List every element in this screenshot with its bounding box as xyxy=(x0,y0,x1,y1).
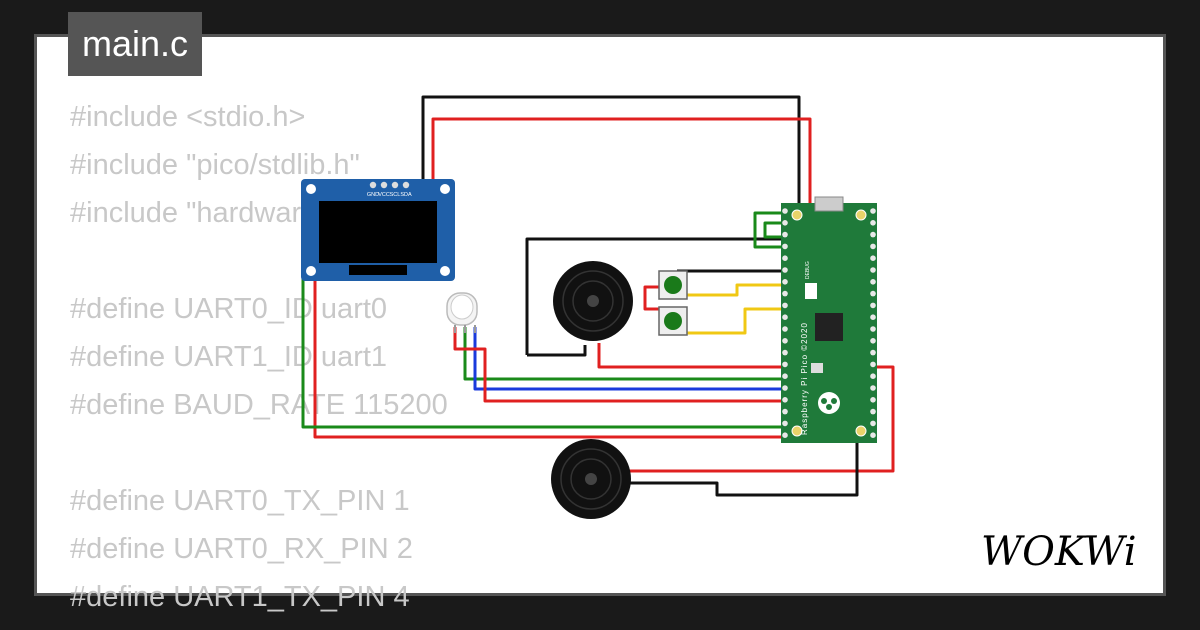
pico-pins-left xyxy=(782,208,788,438)
wire-black-buzzer1 xyxy=(527,345,587,357)
pico-pin[interactable] xyxy=(870,432,876,438)
pico-pin[interactable] xyxy=(870,208,876,214)
file-tab[interactable]: main.c xyxy=(68,12,203,76)
buzzer-top[interactable] xyxy=(553,261,633,341)
pico-pin[interactable] xyxy=(782,243,788,250)
pico-pin[interactable] xyxy=(870,420,876,427)
circuit-diagram: GND VCC SCL SDA xyxy=(301,95,895,519)
pico-pin[interactable] xyxy=(782,432,788,438)
code-line: #include <stdio.h> xyxy=(70,101,306,133)
pico-pin[interactable] xyxy=(782,361,788,368)
code-line: #define UART1_ID uart1 xyxy=(70,341,388,373)
pico-pin[interactable] xyxy=(782,314,788,320)
oled-pin-header xyxy=(369,181,410,189)
pico-pin[interactable] xyxy=(782,373,788,379)
push-button-1[interactable] xyxy=(658,270,688,300)
pico-pin[interactable] xyxy=(870,361,876,368)
pico-pin[interactable] xyxy=(870,220,876,226)
oled-display[interactable]: GND VCC SCL SDA xyxy=(301,179,455,281)
code-line: #define UART1_TX_PIN 4 xyxy=(70,581,410,613)
pico-pin[interactable] xyxy=(782,349,788,356)
oled-pin-gnd: GND xyxy=(367,192,379,198)
wire-green-led xyxy=(463,327,785,381)
code-line: #define UART0_TX_PIN 1 xyxy=(70,485,410,517)
oled-pin-sda: SDA xyxy=(400,192,412,198)
wire-yellow-btn1 xyxy=(687,283,785,297)
wire-red-buzzer1 xyxy=(597,343,785,369)
wire-green-pico-loop xyxy=(753,211,785,249)
pico-pin[interactable] xyxy=(782,231,788,238)
pico-pin[interactable] xyxy=(870,397,876,403)
code-line: #define UART0_RX_PIN 2 xyxy=(70,533,413,565)
wire-yellow-btn2 xyxy=(687,307,785,335)
pico-pin[interactable] xyxy=(870,314,876,320)
pico-pin[interactable] xyxy=(782,338,788,344)
raspberry-logo-icon xyxy=(818,392,840,414)
preview-card: #include <stdio.h> #include "pico/stdlib.… xyxy=(34,34,1166,613)
pico-pins-right xyxy=(870,208,876,438)
pico-pin[interactable] xyxy=(782,397,788,403)
pico-pin[interactable] xyxy=(870,408,876,415)
code-line: #include "pico/stdlib.h" xyxy=(70,149,360,181)
code-line: #define UART0_ID uart0 xyxy=(70,293,388,325)
wire-black-buttons xyxy=(525,237,855,355)
pico-pin[interactable] xyxy=(870,243,876,250)
wokwi-logo: WOKWi xyxy=(981,529,1137,575)
wire-black-buzzer2 xyxy=(629,439,871,497)
pico-pin[interactable] xyxy=(870,373,876,379)
pico-pin[interactable] xyxy=(870,385,876,391)
pico-pin[interactable] xyxy=(870,290,876,297)
pico-pin[interactable] xyxy=(782,267,788,273)
wire-green-pico-loop2 xyxy=(763,221,785,239)
wokwi-logo-text: WOKWi xyxy=(981,529,1137,575)
wire-red-led xyxy=(453,327,785,403)
pico-debug-label: DEBUG xyxy=(805,261,811,279)
pico-pin[interactable] xyxy=(782,420,788,427)
pico-pin[interactable] xyxy=(870,267,876,273)
pico-pin[interactable] xyxy=(782,255,788,261)
oled-pin-scl: SCL xyxy=(390,192,401,198)
wire-red-oled-vcc xyxy=(431,117,812,231)
pico-pin[interactable] xyxy=(870,279,876,285)
pico-pin[interactable] xyxy=(782,220,788,226)
pico-pin[interactable] xyxy=(782,279,788,285)
pico-pin[interactable] xyxy=(870,338,876,344)
pico-pin[interactable] xyxy=(782,326,788,332)
pico-pin[interactable] xyxy=(870,255,876,261)
rgb-led[interactable] xyxy=(446,292,478,333)
push-button-2[interactable] xyxy=(658,306,688,336)
pico-pin[interactable] xyxy=(870,326,876,332)
pico-pin[interactable] xyxy=(782,302,788,309)
pico-pin[interactable] xyxy=(782,385,788,391)
pico-pin[interactable] xyxy=(782,408,788,415)
raspberry-pi-pico[interactable]: DEBUG Raspberry Pi Pico ©2020 xyxy=(781,196,877,443)
pico-pin[interactable] xyxy=(870,349,876,356)
wire-red-buttons xyxy=(643,285,663,311)
pico-pin[interactable] xyxy=(870,302,876,309)
buzzer-bottom[interactable] xyxy=(551,439,631,519)
wire-red-buzzer2 xyxy=(629,365,895,473)
pico-pin[interactable] xyxy=(782,290,788,297)
pico-pin[interactable] xyxy=(870,231,876,238)
pico-pin[interactable] xyxy=(782,208,788,214)
pico-board-label: Raspberry Pi Pico ©2020 xyxy=(800,322,809,435)
oled-pin-vcc: VCC xyxy=(378,192,390,198)
